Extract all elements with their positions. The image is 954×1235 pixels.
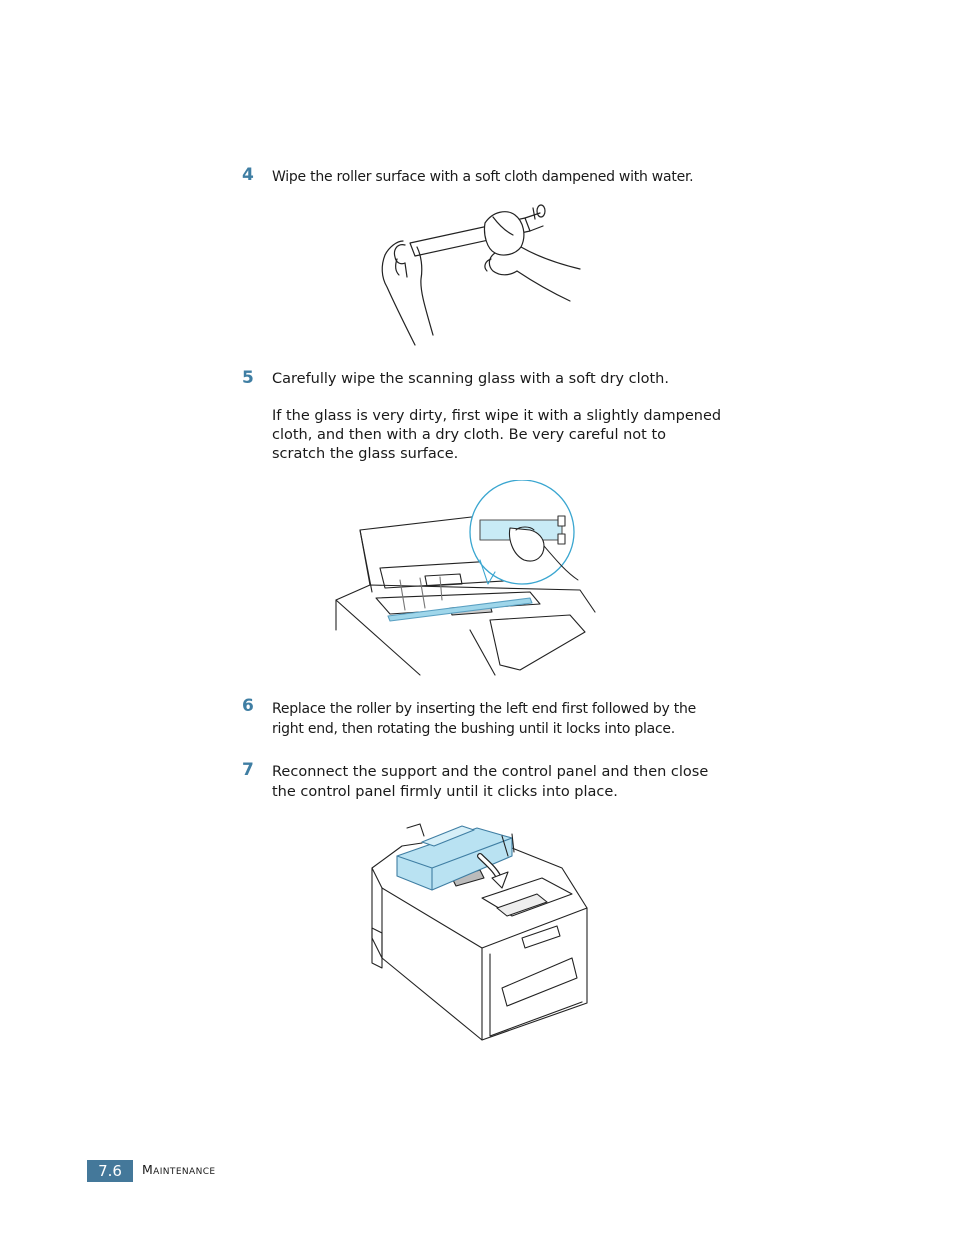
step-number-6: 6	[242, 696, 254, 716]
step-5-note: If the glass is very dirty, first wipe i…	[272, 408, 722, 462]
section-title: Maintenance	[142, 1162, 216, 1177]
roller-wiping-illustration	[381, 204, 581, 346]
step-6-text: Replace the roller by inserting the left…	[272, 699, 722, 739]
step-number-4: 4	[242, 165, 254, 185]
step-5-text: Carefully wipe the scanning glass with a…	[272, 370, 722, 464]
step-4-text: Wipe the roller surface with a soft clot…	[272, 168, 722, 187]
step-7-instruction: Reconnect the support and the control pa…	[272, 764, 709, 800]
step-number-7: 7	[242, 760, 254, 780]
step-5-instruction: Carefully wipe the scanning glass with a…	[272, 371, 669, 387]
step-4-instruction: Wipe the roller surface with a soft clot…	[272, 169, 694, 185]
step-7-text: Reconnect the support and the control pa…	[272, 762, 722, 802]
step-6-instruction: Replace the roller by inserting the left…	[272, 701, 697, 737]
step-number-5: 5	[242, 368, 254, 388]
scanning-glass-illustration	[335, 480, 596, 676]
page-number-badge: 7.6	[87, 1160, 133, 1182]
control-panel-closing-illustration	[371, 823, 588, 1041]
